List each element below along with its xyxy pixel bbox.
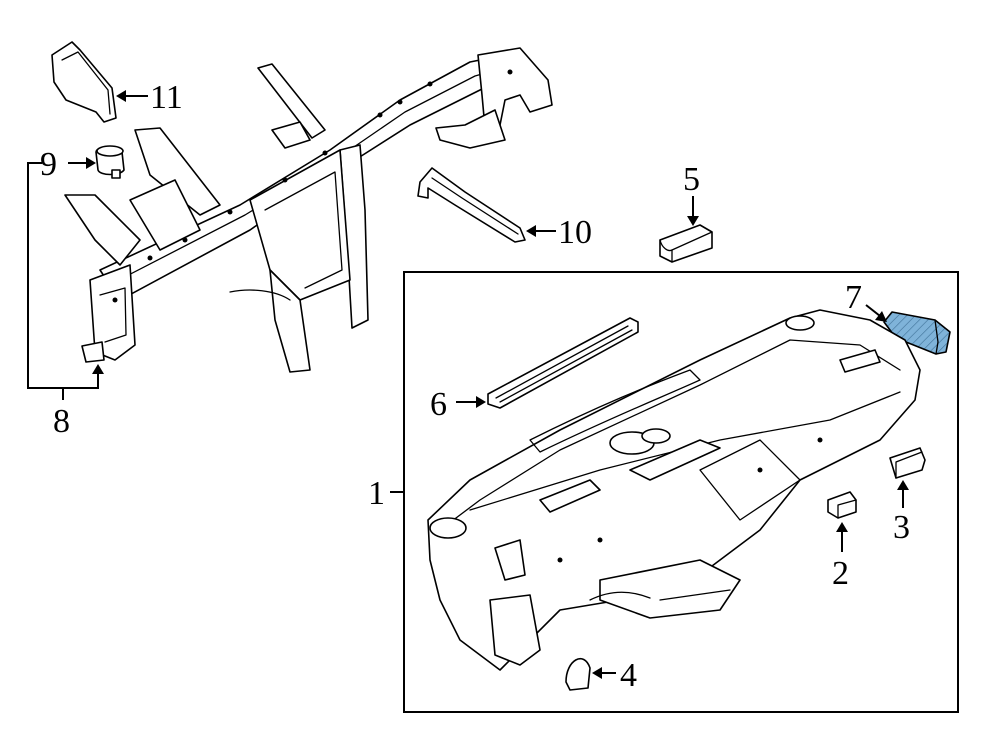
callout-8: 8: [53, 403, 70, 440]
callout-4: 4: [620, 657, 637, 694]
callout-7: 7: [845, 279, 862, 316]
cover-4-part: [565, 657, 591, 691]
callout-1: 1: [368, 475, 385, 512]
callout-5: 5: [683, 161, 700, 198]
bumper-9-part: [95, 145, 125, 179]
callout-9: 9: [40, 146, 57, 183]
clip-2-part: [827, 491, 857, 519]
callout-10: 10: [558, 214, 592, 251]
bracket-11-part: [51, 41, 117, 123]
callout-11: 11: [150, 79, 183, 116]
cross-car-beam-part: [64, 47, 553, 373]
cap-8-part: [81, 341, 105, 363]
bracket-3-part: [889, 447, 926, 479]
pad-5-part: [659, 224, 713, 263]
dashboard-panel-1-part: [427, 309, 921, 671]
callout-6: 6: [430, 386, 447, 423]
callout-2: 2: [832, 555, 849, 592]
leader-lines: [27, 90, 909, 679]
callout-3: 3: [893, 509, 910, 546]
grille-6-part: [487, 317, 639, 409]
brace-10-part: [417, 167, 526, 243]
callout-labels: 11 9 8 10 5 7 6 1 2 3 4: [40, 79, 910, 694]
